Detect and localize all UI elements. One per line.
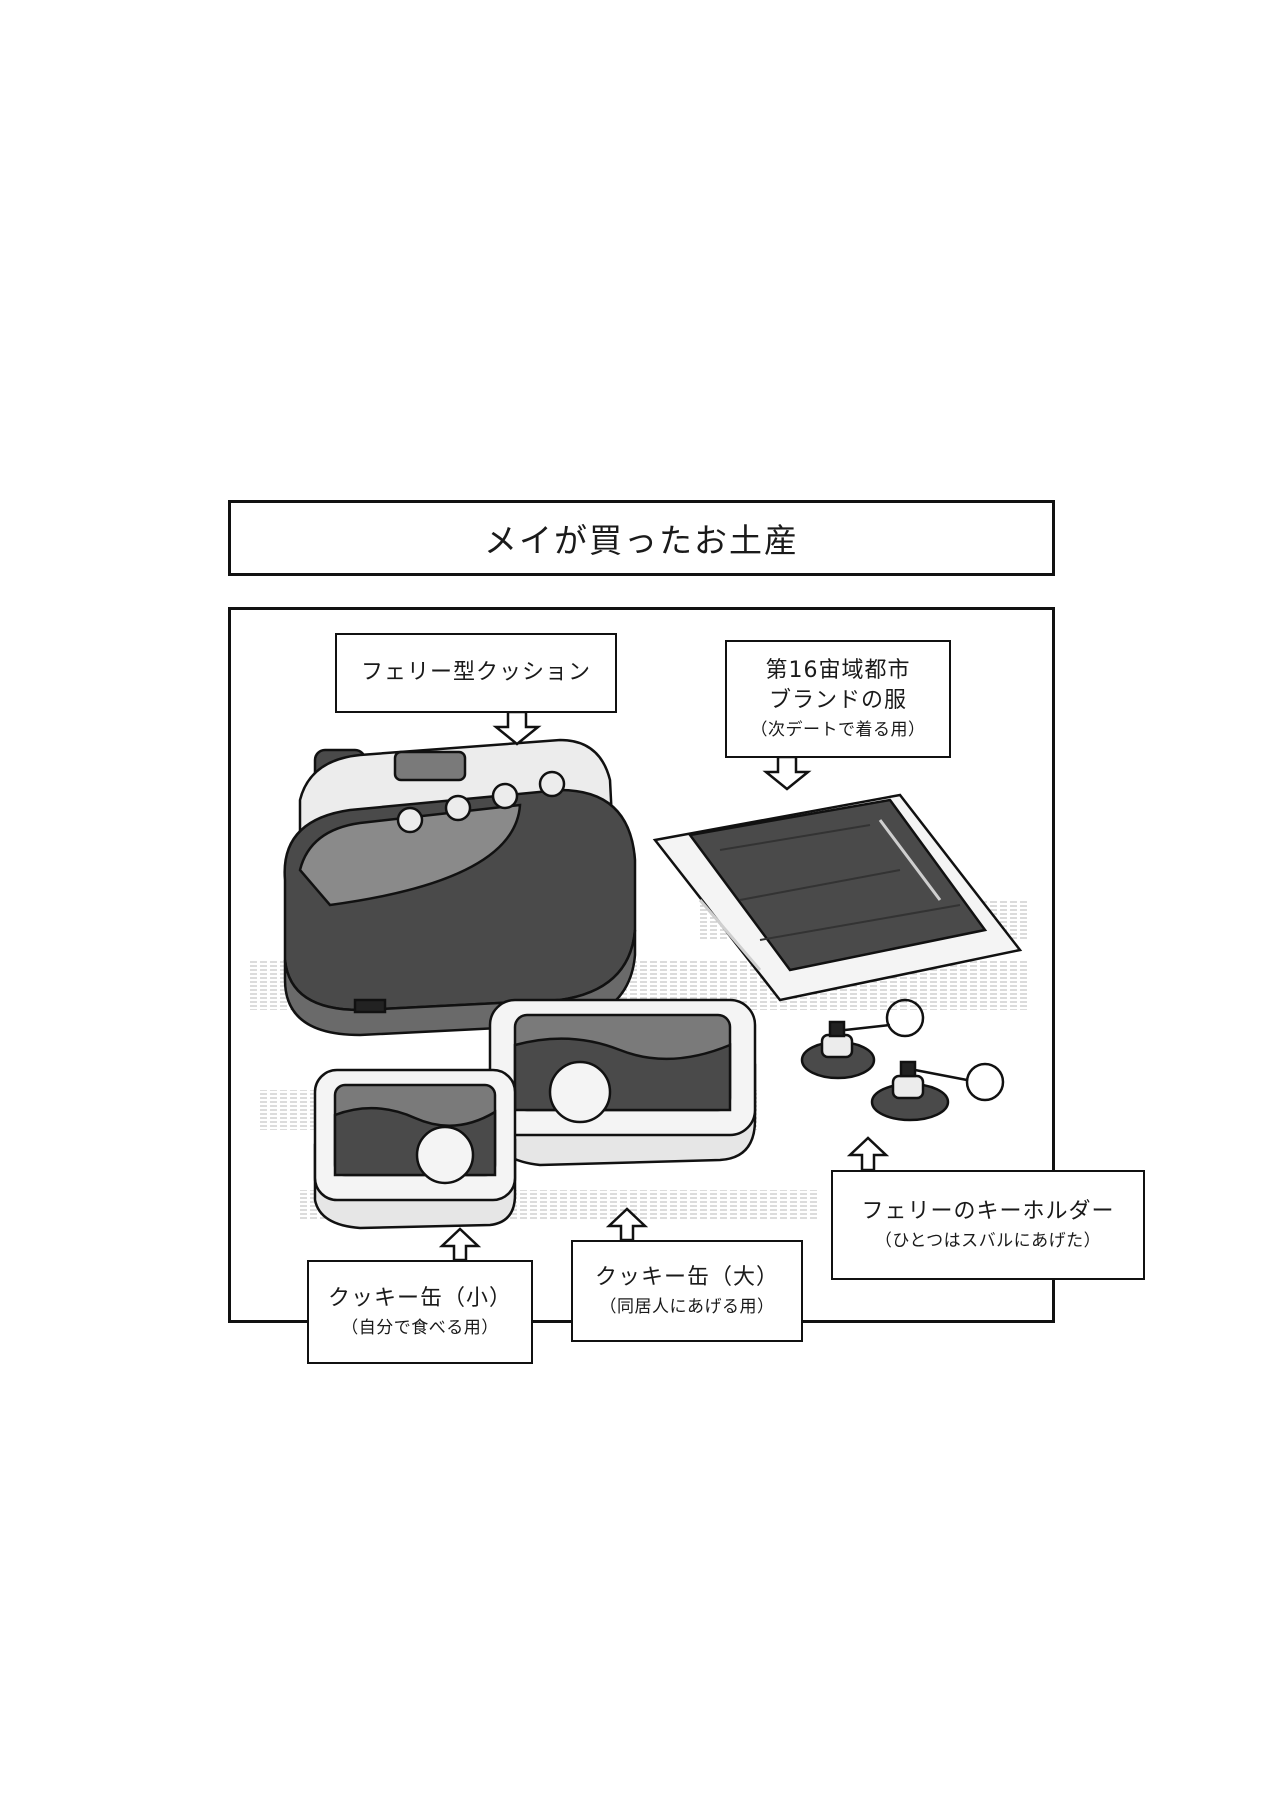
label-clothes: 第16宙域都市 ブランドの服 （次デートで着る用） bbox=[725, 640, 951, 758]
label-cookie-small-main: クッキー缶（小） bbox=[327, 1285, 512, 1311]
page-title: メイが買ったお土産 bbox=[228, 500, 1055, 576]
label-cookie-small: クッキー缶（小） （自分で食べる用） bbox=[307, 1260, 533, 1364]
arrow-up-keyholder bbox=[846, 1136, 890, 1172]
ferry-cushion bbox=[283, 738, 637, 1037]
label-keyholder: フェリーのキーホルダー （ひとつはスバルにあげた） bbox=[831, 1170, 1145, 1280]
label-ferry-cushion-text: フェリー型クッション bbox=[360, 660, 591, 686]
label-cookie-small-sub: （自分で食べる用） bbox=[341, 1318, 499, 1339]
arrow-up-cookie-large bbox=[605, 1207, 649, 1242]
arrow-down-cushion bbox=[492, 710, 542, 746]
label-cookie-large-main: クッキー缶（大） bbox=[594, 1264, 779, 1290]
arrow-up-cookie-small bbox=[438, 1227, 482, 1262]
label-keyholder-sub: （ひとつはスバルにあげた） bbox=[874, 1231, 1102, 1252]
label-clothes-line2: ブランドの服 bbox=[768, 687, 907, 713]
label-keyholder-main: フェリーのキーホルダー bbox=[861, 1198, 1115, 1224]
label-cookie-large: クッキー缶（大） （同居人にあげる用） bbox=[571, 1240, 803, 1342]
ferry-keyholders bbox=[800, 998, 1005, 1122]
clothes-package bbox=[652, 793, 1023, 1002]
label-clothes-line1: 第16宙域都市 bbox=[765, 657, 911, 683]
cookie-tin-small bbox=[313, 1068, 517, 1230]
cookie-tin-large bbox=[488, 998, 757, 1167]
arrows bbox=[438, 710, 890, 1262]
label-ferry-cushion: フェリー型クッション bbox=[335, 633, 617, 713]
arrow-down-clothes bbox=[762, 755, 812, 791]
label-cookie-large-sub: （同居人にあげる用） bbox=[599, 1297, 775, 1318]
label-clothes-sub: （次デートで着る用） bbox=[750, 720, 926, 741]
page-title-text: メイが買ったお土産 bbox=[484, 521, 799, 560]
